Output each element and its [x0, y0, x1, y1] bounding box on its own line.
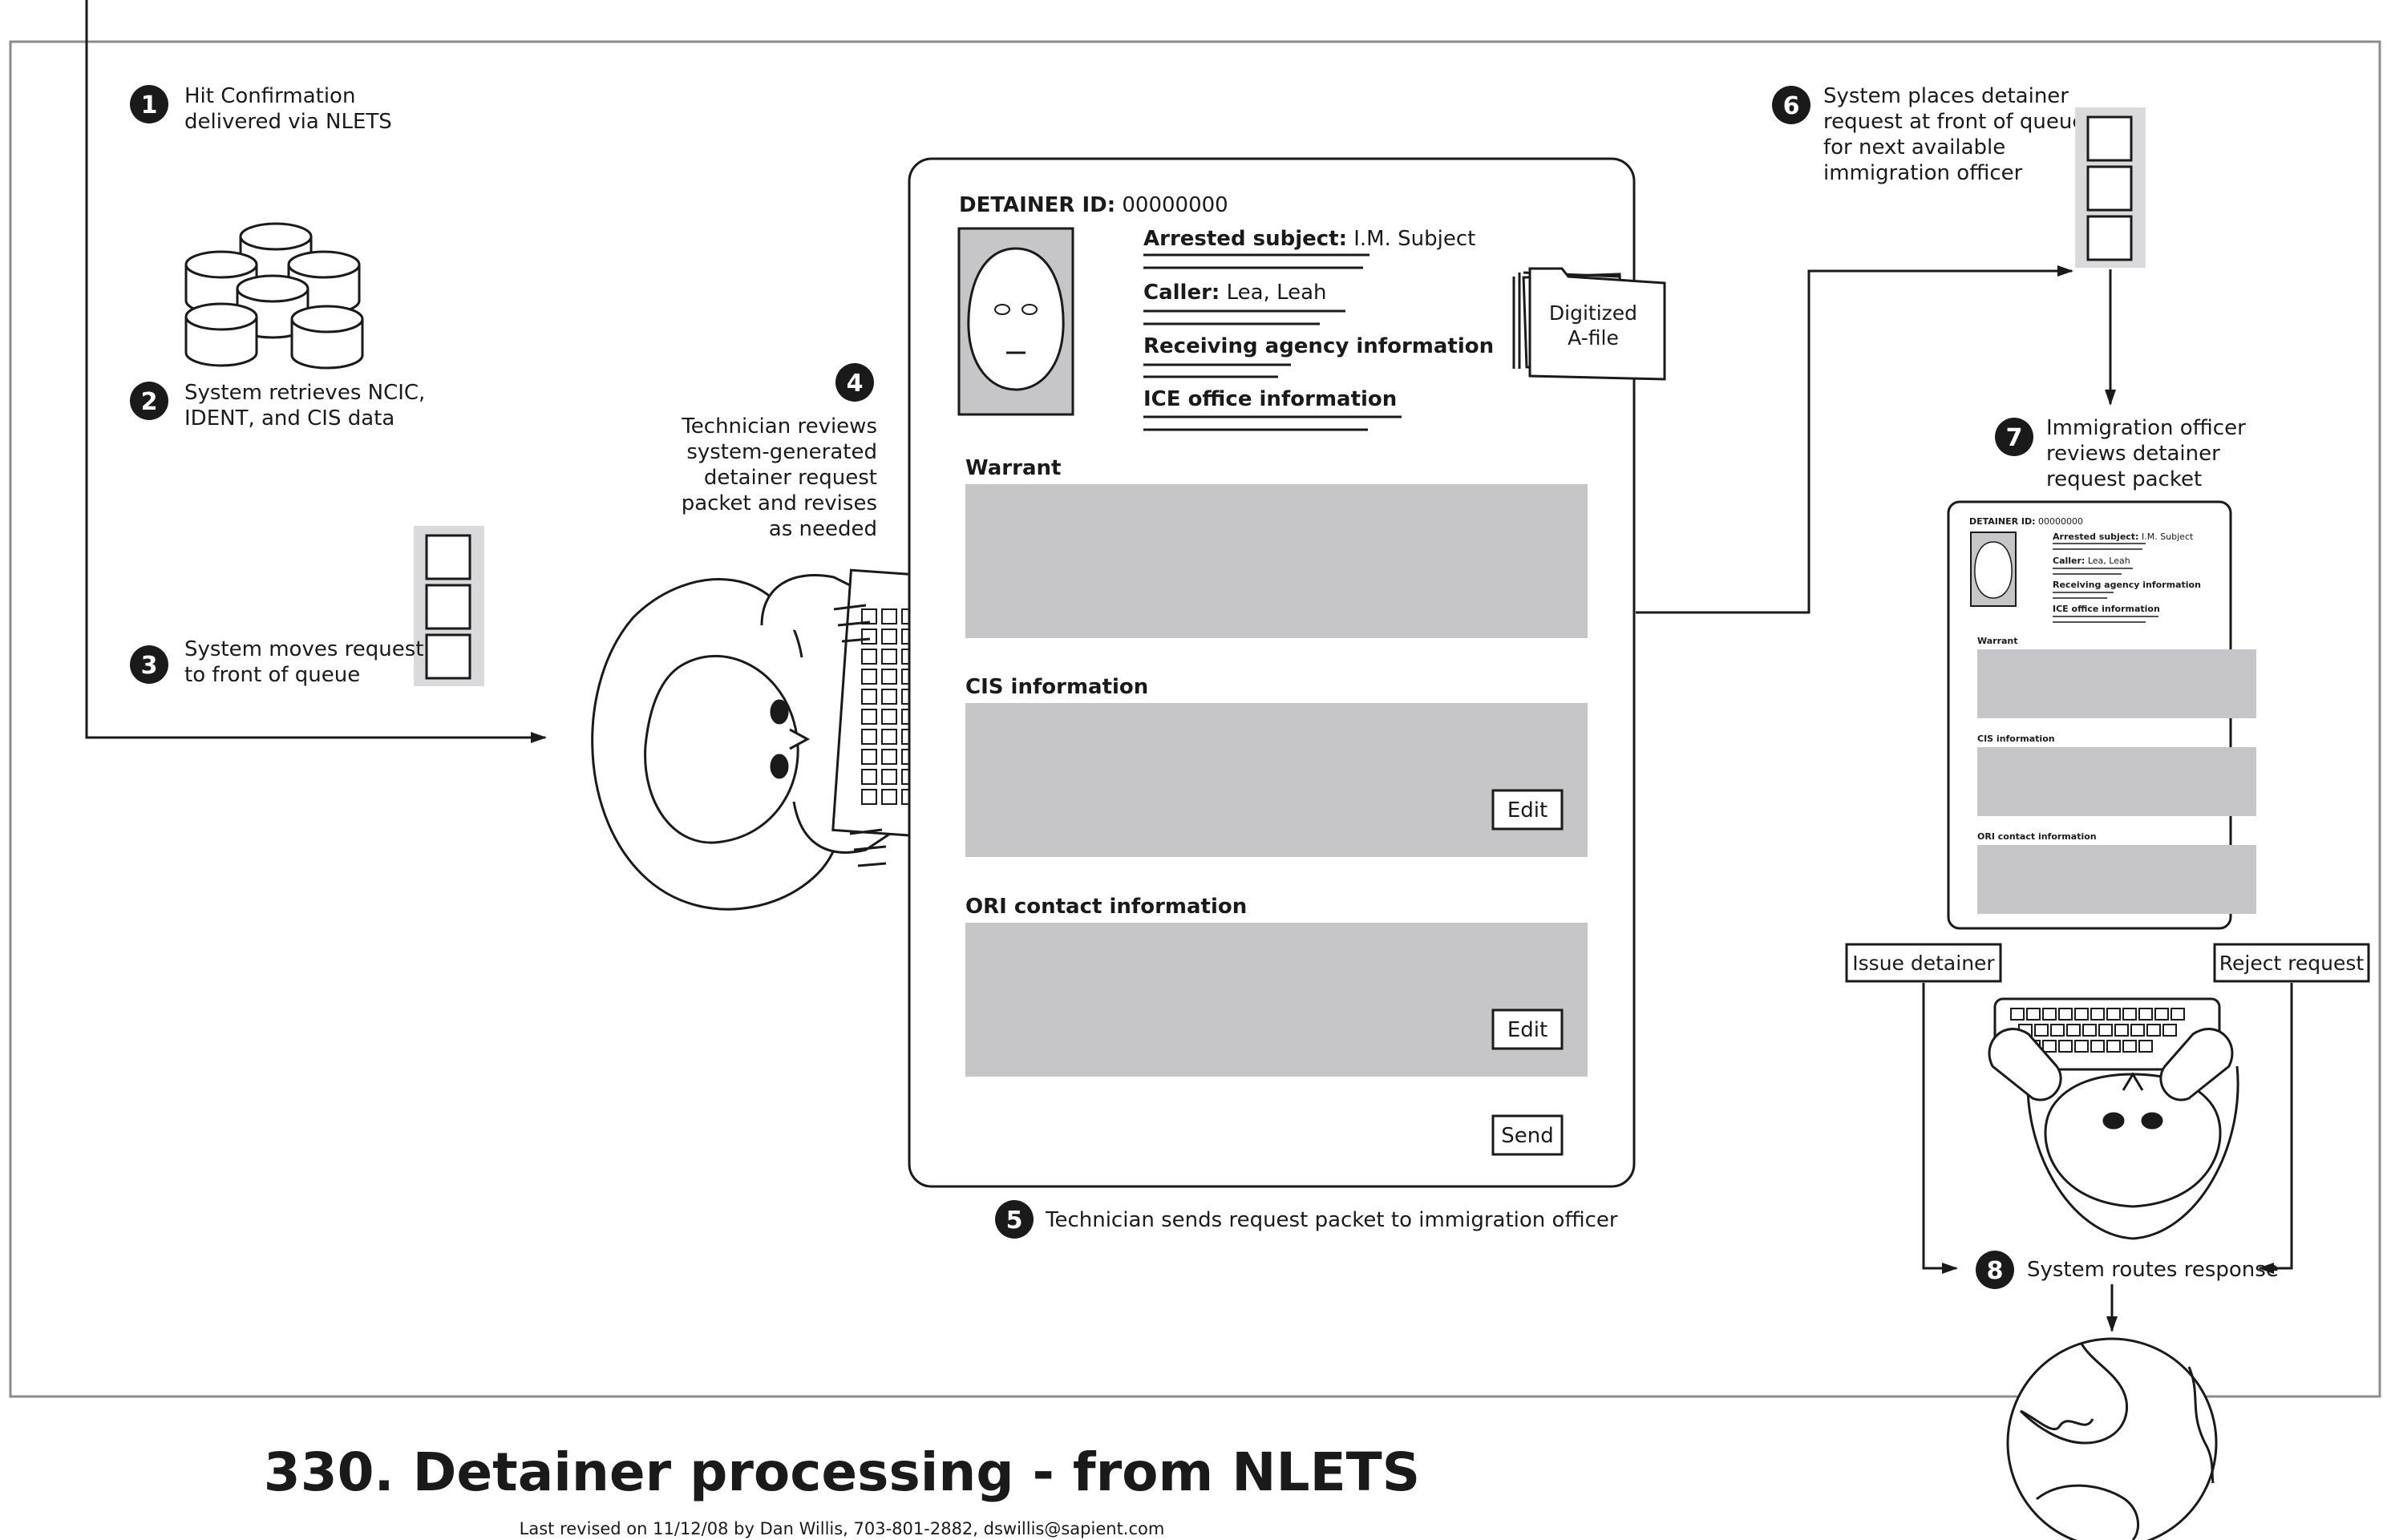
svg-text:Receiving agency information: Receiving agency information: [2053, 580, 2201, 590]
input-flow-arrow: [85, 0, 547, 743]
footer-revision: Last revised on 11/12/08 by Dan Willis, …: [520, 1519, 1165, 1538]
queue-icon-right: [2075, 107, 2146, 268]
issue-detainer-button[interactable]: Issue detainer: [1845, 943, 2002, 983]
ori-label: ORI contact information: [965, 895, 1247, 919]
queue-icon-left: [414, 526, 484, 686]
svg-text:Digitized: Digitized: [1549, 301, 1637, 325]
ori-edit-button[interactable]: Edit: [1491, 1008, 1564, 1050]
to-queue-arrow: [1636, 265, 2073, 614]
svg-text:Warrant: Warrant: [1977, 636, 2018, 646]
svg-text:3: 3: [141, 652, 158, 680]
step-3: 3 System moves request to front of queue: [130, 637, 423, 687]
svg-text:CIS information: CIS information: [1977, 734, 2055, 744]
svg-text:6: 6: [1783, 92, 1800, 120]
diagram-frame: [9, 40, 2381, 1398]
step-6: 6 System places detainer request at fron…: [1772, 84, 2085, 185]
svg-text:2: 2: [141, 388, 158, 416]
svg-text:Send: Send: [1501, 1124, 1553, 1148]
step-1-line-1: Hit Confirmation: [184, 84, 355, 108]
step-1-line-2: delivered via NLETS: [184, 110, 392, 134]
step-7: 7 Immigration officer reviews detainer r…: [1995, 416, 2246, 491]
cis-label: CIS information: [965, 675, 1148, 699]
step-4: 4 Technician reviews system-generated de…: [681, 363, 877, 541]
svg-text:7: 7: [2006, 424, 2023, 452]
step-3-line-1: System moves request: [184, 637, 423, 661]
svg-text:4: 4: [847, 370, 864, 398]
step-6-line-3: for next available: [1823, 135, 2005, 160]
arrested-subject: Arrested subject: I.M. Subject: [1143, 227, 1475, 251]
svg-text:Issue detainer: Issue detainer: [1852, 952, 1995, 975]
technician-illustration: [591, 568, 949, 911]
svg-text:ORI contact information: ORI contact information: [1977, 831, 2097, 842]
svg-text:Edit: Edit: [1507, 798, 1547, 823]
step-4-line-1: Technician reviews: [681, 414, 877, 439]
step-3-line-2: to front of queue: [184, 663, 360, 687]
detainer-form: DETAINER ID: 00000000 Arrested subject: …: [908, 157, 1666, 1188]
step-6-line-4: immigration officer: [1823, 161, 2023, 185]
mini-detainer-form: DETAINER ID: 00000000 Arrested subject: …: [1947, 500, 2256, 930]
ice-office: ICE office information: [1143, 387, 1397, 411]
subject-photo: [957, 227, 1074, 416]
cis-panel: [965, 703, 1588, 857]
step-4-line-3: detainer request: [704, 466, 877, 490]
diagram-title: 330. Detainer processing - from NLETS: [264, 1441, 1420, 1503]
step-8: 8 System routes response: [1976, 1251, 2279, 1289]
warrant-panel: [965, 484, 1588, 638]
detainer-id: DETAINER ID: 00000000: [959, 193, 1228, 217]
step-1: 1 Hit Confirmation delivered via NLETS: [130, 84, 392, 134]
a-file-icon: Digitized A-file: [1512, 267, 1666, 381]
step-8-line-1: System routes response: [2027, 1258, 2279, 1282]
svg-text:Arrested subject: I.M. Subject: Arrested subject: I.M. Subject: [2053, 532, 2194, 542]
step-5-line-1: Technician sends request packet to immig…: [1045, 1208, 1618, 1232]
step-5: 5 Technician sends request packet to imm…: [995, 1200, 1618, 1239]
issue-to-route-arrow: [1922, 983, 1958, 1274]
svg-text:5: 5: [1006, 1207, 1023, 1235]
step-2-line-2: IDENT, and CIS data: [184, 406, 394, 430]
warrant-label: Warrant: [965, 456, 1061, 480]
globe-icon: [2006, 1337, 2218, 1540]
receiving-agency: Receiving agency information: [1143, 334, 1494, 358]
step-2-line-1: System retrieves NCIC,: [184, 381, 425, 405]
step-6-line-1: System places detainer: [1823, 84, 2069, 108]
svg-text:Edit: Edit: [1507, 1018, 1547, 1042]
svg-text:ICE office information: ICE office information: [2053, 604, 2160, 614]
step-4-line-4: packet and revises: [682, 491, 877, 515]
svg-text:A-file: A-file: [1568, 326, 1619, 350]
step-7-line-3: request packet: [2046, 467, 2202, 491]
step-2: 2 System retrieves NCIC, IDENT, and CIS …: [130, 381, 425, 430]
svg-text:8: 8: [1987, 1257, 2004, 1285]
svg-text:Caller: Lea, Leah: Caller: Lea, Leah: [2053, 556, 2130, 566]
step-7-line-2: reviews detainer: [2046, 442, 2220, 466]
step-4-line-5: as needed: [769, 517, 877, 541]
cis-edit-button[interactable]: Edit: [1491, 789, 1564, 831]
database-icon: [184, 222, 364, 370]
step-4-line-2: system-generated: [686, 440, 877, 464]
svg-text:Reject request: Reject request: [2219, 952, 2365, 975]
svg-text:DETAINER ID: 00000000: DETAINER ID: 00000000: [1969, 516, 2083, 527]
svg-text:1: 1: [141, 91, 158, 119]
reject-request-button[interactable]: Reject request: [2213, 943, 2370, 983]
step-6-line-2: request at front of queue: [1823, 110, 2085, 134]
caller: Caller: Lea, Leah: [1143, 281, 1327, 305]
officer-illustration: [1988, 997, 2239, 1240]
send-button[interactable]: Send: [1491, 1114, 1564, 1156]
reject-to-route-arrow: [2258, 983, 2293, 1274]
ori-panel: [965, 923, 1588, 1077]
step-7-line-1: Immigration officer: [2046, 416, 2246, 440]
